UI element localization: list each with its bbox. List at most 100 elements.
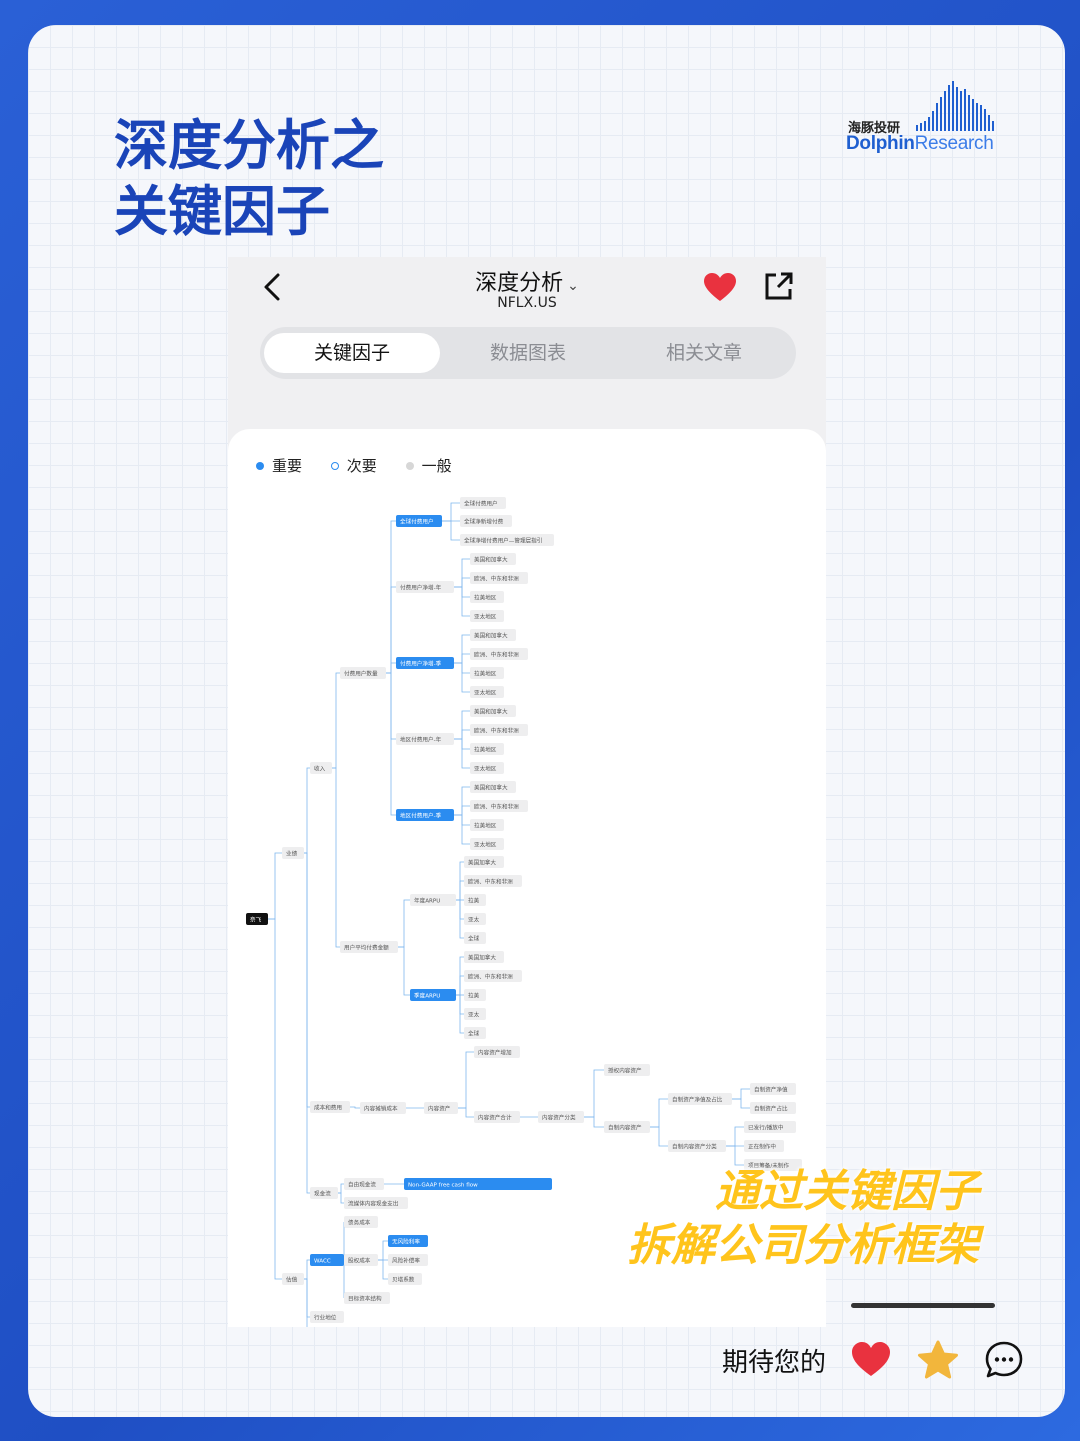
mindmap-leaf[interactable]: 流媒体内容现金支出	[344, 1197, 408, 1209]
mindmap-leaf[interactable]: 美国和加拿大	[470, 553, 516, 565]
mindmap-root[interactable]: 奈飞	[246, 913, 268, 925]
mindmap-leaf[interactable]: 美国加拿大	[464, 856, 504, 868]
mindmap-node[interactable]: 内容资产分类	[538, 1111, 584, 1123]
mindmap-leaf[interactable]: 全球	[464, 932, 486, 944]
mindmap-leaf[interactable]: 美国和加拿大	[470, 629, 516, 641]
mindmap-leaf[interactable]: 行业地位	[310, 1311, 344, 1323]
mindmap-leaf[interactable]: 债务成本	[344, 1216, 378, 1228]
mindmap-node-yeji[interactable]: 业绩	[282, 847, 304, 859]
mindmap-leaf[interactable]: 拉美	[464, 989, 486, 1001]
mindmap-leaf[interactable]: 全球付费用户	[460, 497, 506, 509]
mindmap-node-arpu[interactable]: 用户平均付费金额	[340, 941, 398, 953]
svg-text:全球: 全球	[468, 935, 480, 943]
mindmap-leaf[interactable]: 欧洲、中东和非洲	[464, 875, 522, 887]
mindmap-leaf[interactable]: 亚太地区	[470, 610, 504, 622]
svg-text:全球付费用户: 全球付费用户	[464, 500, 498, 508]
mindmap-leaf[interactable]: 美国加拿大	[464, 951, 504, 963]
bar-wave-logo-icon	[916, 81, 994, 131]
mindmap-leaf[interactable]: 风险补偿率	[388, 1254, 428, 1266]
svg-text:季度ARPU: 季度ARPU	[414, 992, 440, 1000]
tab-bar: 关键因子 数据图表 相关文章	[260, 327, 796, 379]
mindmap-leaf[interactable]: 全球净新增付费	[460, 515, 512, 527]
svg-text:欧洲、中东和非洲: 欧洲、中东和非洲	[474, 727, 519, 735]
mindmap-leaf[interactable]: 拉美地区	[470, 667, 504, 679]
mindmap-node-cashflow[interactable]: 现金流	[310, 1187, 338, 1199]
mindmap-leaf[interactable]: 美国和加拿大	[470, 781, 516, 793]
mindmap-leaf[interactable]: 全球净增付费用户—管理层指引	[460, 534, 554, 546]
mindmap-leaf[interactable]: 自制资产占比	[750, 1102, 796, 1114]
legend-item-general: 一般	[405, 455, 452, 476]
mindmap-node[interactable]: 季度ARPU	[410, 989, 456, 1001]
mindmap-node[interactable]: 内容摊销成本	[360, 1102, 406, 1114]
mindmap-leaf[interactable]: 拉美地区	[470, 819, 504, 831]
mindmap-leaf[interactable]: 欧洲、中东和非洲	[470, 572, 528, 584]
mindmap-node-wacc[interactable]: WACC	[310, 1254, 344, 1266]
tab-related-articles[interactable]: 相关文章	[665, 342, 742, 364]
mindmap-node-global-paid[interactable]: 全球付费用户	[396, 515, 442, 527]
mindmap-leaf[interactable]: 欧洲、中东和非洲	[470, 648, 528, 660]
mindmap-leaf[interactable]: 拉美	[464, 894, 486, 906]
mindmap-node[interactable]: 年度ARPU	[410, 894, 456, 906]
mindmap-leaf[interactable]: 美国和加拿大	[470, 705, 516, 717]
mindmap-node[interactable]: 股权成本	[344, 1254, 378, 1266]
mindmap-node[interactable]: 地区付费用户-年	[396, 733, 454, 745]
mindmap-node-cost[interactable]: 成本和费用	[310, 1101, 350, 1113]
mindmap-node-valuation[interactable]: 估值	[282, 1273, 304, 1285]
mindmap-leaf[interactable]: 欧洲、中东和非洲	[470, 724, 528, 736]
mindmap-leaf[interactable]: 全球	[464, 1027, 486, 1039]
mindmap-leaf[interactable]: 已发行/播放中	[744, 1121, 796, 1133]
svg-text:美国加拿大: 美国加拿大	[468, 954, 496, 962]
svg-text:拉美: 拉美	[468, 897, 480, 905]
mindmap-node[interactable]: 内容资产	[424, 1102, 458, 1114]
svg-text:目标资本结构: 目标资本结构	[348, 1295, 382, 1303]
share-icon[interactable]	[762, 269, 796, 303]
svg-text:成本和费用: 成本和费用	[314, 1104, 342, 1112]
svg-text:欧洲、中东和非洲: 欧洲、中东和非洲	[474, 575, 519, 583]
mindmap-node[interactable]: 自制内容资产分类	[668, 1140, 726, 1152]
mindmap-leaf[interactable]: 授权内容资产	[604, 1064, 650, 1076]
svg-text:亚太地区: 亚太地区	[474, 689, 497, 697]
mindmap-leaf[interactable]: 亚太地区	[470, 838, 504, 850]
mindmap-node[interactable]: 付费用户净增-年	[396, 581, 454, 593]
mindmap-node[interactable]: 内容资产合计	[474, 1111, 520, 1123]
mindmap-leaf[interactable]: 贝塔系数	[388, 1273, 422, 1285]
mindmap-node[interactable]: 自由现金流	[344, 1178, 384, 1190]
comment-bubble-icon[interactable]	[984, 1340, 1024, 1380]
mindmap-node[interactable]: 自制内容资产	[604, 1121, 650, 1133]
mindmap-node[interactable]: 自制资产净值及占比	[668, 1093, 732, 1105]
tab-data-charts[interactable]: 数据图表	[489, 342, 566, 364]
mindmap-node-revenue[interactable]: 收入	[310, 762, 332, 774]
mindmap-leaf[interactable]: 欧洲、中东和非洲	[464, 970, 522, 982]
tab-key-factors[interactable]: 关键因子	[264, 333, 440, 373]
mindmap-leaf[interactable]: 欧洲、中东和非洲	[470, 800, 528, 812]
mindmap-leaf[interactable]: 亚太地区	[470, 762, 504, 774]
mindmap-leaf[interactable]: 亚太	[464, 1008, 486, 1020]
svg-text:奈飞: 奈飞	[250, 916, 262, 924]
svg-text:自制内容资产分类: 自制内容资产分类	[672, 1143, 717, 1151]
screen-title[interactable]: 深度分析⌄	[228, 265, 826, 297]
favorite-star-icon[interactable]	[916, 1339, 960, 1381]
mindmap-leaf[interactable]: 自制资产净值	[750, 1083, 796, 1095]
mindmap-leaf[interactable]: 亚太地区	[470, 686, 504, 698]
mindmap-leaf[interactable]: 拉美地区	[470, 591, 504, 603]
mindmap-leaf[interactable]: Non-GAAP free cash flow	[404, 1178, 552, 1190]
back-arrow-icon[interactable]	[258, 267, 288, 307]
svg-text:用户平均付费金额: 用户平均付费金额	[344, 944, 389, 952]
legend-label-general: 一般	[421, 457, 452, 475]
mindmap-leaf[interactable]: 正在制作中	[744, 1140, 784, 1152]
mindmap-node[interactable]: 付费用户净增-季	[396, 657, 454, 669]
svg-text:WACC: WACC	[314, 1259, 331, 1265]
mindmap-node[interactable]: 地区付费用户-季	[396, 809, 454, 821]
svg-text:欧洲、中东和非洲: 欧洲、中东和非洲	[468, 973, 513, 981]
heart-icon[interactable]	[702, 271, 738, 303]
mindmap-leaf[interactable]: 无风险利率	[388, 1235, 428, 1247]
svg-text:拉美地区: 拉美地区	[474, 670, 497, 678]
mindmap-leaf[interactable]: 项目筹备/未制作	[744, 1159, 802, 1171]
mindmap-leaf[interactable]: 内容资产增加	[474, 1046, 520, 1058]
mindmap-leaf[interactable]: 亚太	[464, 913, 486, 925]
mindmap-node-paid-users[interactable]: 付费用户数量	[340, 667, 386, 679]
svg-text:Non-GAAP free cash flow: Non-GAAP free cash flow	[408, 1183, 478, 1189]
mindmap-leaf[interactable]: 拉美地区	[470, 743, 504, 755]
like-heart-icon[interactable]	[850, 1341, 892, 1379]
mindmap-leaf[interactable]: 目标资本结构	[344, 1292, 390, 1304]
